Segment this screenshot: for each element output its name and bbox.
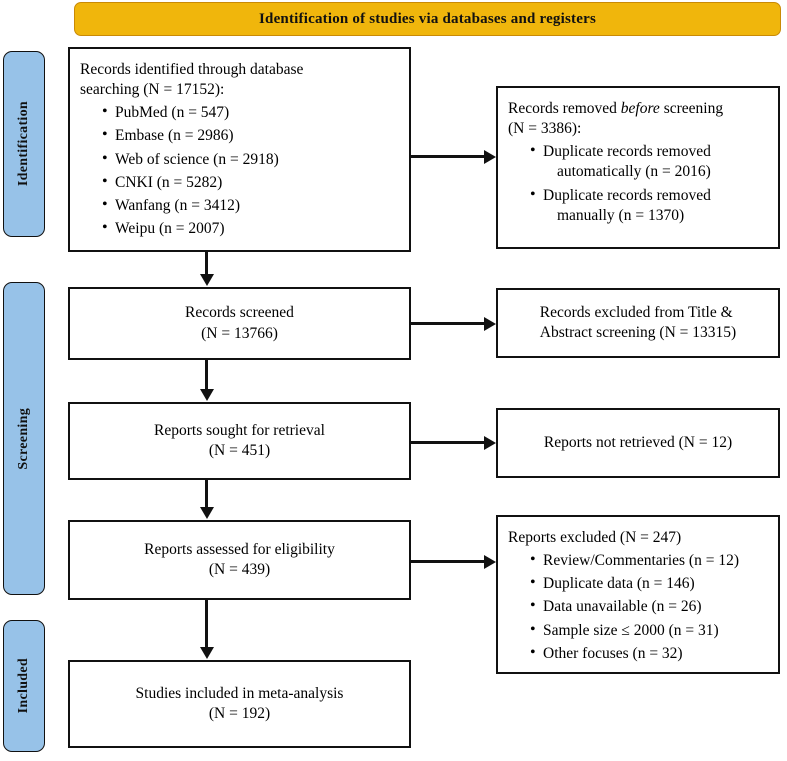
connector-assessed-to-included: [205, 600, 208, 648]
list-item: Sample size ≤ 2000 (n = 31): [530, 620, 768, 641]
records-screened-line2: (N = 13766): [201, 324, 278, 342]
studies-included-line2: (N = 192): [208, 705, 271, 722]
list-item: Web of science (n = 2918): [102, 149, 399, 170]
phase-label-screening: Screening: [3, 282, 45, 595]
reports-excluded-heading: Reports excluded (N = 247): [508, 529, 682, 546]
phase-label-included-text: Included: [16, 658, 31, 714]
connector-screened-to-excluded: [411, 322, 484, 325]
box-records-excluded: Records excluded from Title & Abstract s…: [496, 288, 780, 358]
connector-screened-to-sought: [205, 360, 208, 390]
reports-assessed-line1: Reports assessed for eligibility: [144, 540, 335, 558]
box-reports-assessed-for-eligibility: Reports assessed for eligibility (N = 43…: [68, 520, 411, 600]
box-records-identified: Records identified through database sear…: [68, 47, 411, 252]
list-item: Embase (n = 2986): [102, 125, 399, 146]
diagram-title: Identification of studies via databases …: [258, 10, 596, 27]
connector-sought-to-not-retrieved: [411, 441, 484, 444]
records-screened-line1: Records screened: [185, 304, 294, 322]
phase-label-identification: Identification: [3, 51, 45, 237]
records-removed-reason-list: Duplicate records removed automatically …: [508, 141, 768, 226]
arrow-sought-to-assessed: [199, 507, 214, 519]
list-item-line1: Duplicate records removed: [543, 143, 711, 161]
list-item: Duplicate records removed automatically …: [530, 141, 768, 182]
box-records-screened: Records screened (N = 13766): [68, 287, 411, 360]
connector-identified-to-screened: [205, 252, 208, 275]
box-reports-sought-for-retrieval: Reports sought for retrieval (N = 451): [68, 402, 411, 480]
reports-sought-line1: Reports sought for retrieval: [154, 421, 325, 439]
connector-sought-to-assessed: [205, 480, 208, 508]
list-item: Wanfang (n = 3412): [102, 195, 399, 216]
records-identified-heading-line1: Records identified through database: [80, 61, 304, 78]
list-item-line2: manually (n = 1370): [557, 206, 685, 224]
box-studies-included-in-meta-analysis: Studies included in meta-analysis (N = 1…: [68, 660, 411, 748]
records-identified-heading-line2: searching (N = 17152):: [80, 81, 225, 99]
list-item-line1: Duplicate records removed: [543, 186, 711, 204]
records-removed-heading-line1: Records removed before screening: [508, 99, 768, 119]
connector-assessed-to-excluded: [411, 560, 484, 563]
arrow-sought-to-not-retrieved: [484, 435, 496, 450]
records-removed-heading-post: screening: [659, 100, 724, 117]
arrow-identified-to-removed: [484, 149, 496, 164]
list-item: Review/Commentaries (n = 12): [530, 550, 768, 571]
phase-label-included: Included: [3, 620, 45, 752]
box-reports-excluded: Reports excluded (N = 247) Review/Commen…: [496, 515, 780, 674]
arrow-screened-to-excluded: [484, 316, 496, 331]
list-item: PubMed (n = 547): [102, 102, 399, 123]
phase-label-screening-text: Screening: [16, 407, 31, 470]
arrow-screened-to-sought: [199, 389, 214, 401]
diagram-header-banner: Identification of studies via databases …: [74, 2, 781, 36]
list-item-line2: automatically (n = 2016): [557, 163, 711, 181]
reports-sought-line2: (N = 451): [208, 442, 271, 459]
list-item: Other focuses (n = 32): [530, 643, 768, 664]
records-removed-heading-emphasis: before: [620, 100, 660, 117]
records-removed-heading-pre: Records removed: [508, 100, 621, 117]
list-item: CNKI (n = 5282): [102, 172, 399, 193]
phase-label-identification-text: Identification: [16, 101, 31, 187]
list-item: Duplicate records removed manually (n = …: [530, 185, 768, 226]
arrow-assessed-to-included: [199, 647, 214, 659]
reports-assessed-line2: (N = 439): [208, 561, 271, 578]
list-item: Data unavailable (n = 26): [530, 596, 768, 617]
records-excluded-line2: Abstract screening (N = 13315): [539, 324, 737, 341]
reports-not-retrieved-line1: Reports not retrieved (N = 12): [543, 433, 733, 451]
records-removed-heading-line2: (N = 3386):: [508, 120, 582, 138]
records-identified-source-list: PubMed (n = 547) Embase (n = 2986) Web o…: [80, 102, 399, 239]
records-excluded-line1: Records excluded from Title &: [539, 303, 733, 321]
list-item: Weipu (n = 2007): [102, 218, 399, 239]
arrow-assessed-to-excluded: [484, 554, 496, 569]
connector-identified-to-removed: [411, 155, 484, 158]
list-item: Duplicate data (n = 146): [530, 573, 768, 594]
studies-included-line1: Studies included in meta-analysis: [135, 684, 344, 702]
reports-excluded-reason-list: Review/Commentaries (n = 12) Duplicate d…: [508, 550, 768, 664]
box-reports-not-retrieved: Reports not retrieved (N = 12): [496, 408, 780, 478]
box-records-removed-before-screening: Records removed before screening (N = 33…: [496, 86, 780, 249]
arrow-identified-to-screened: [199, 274, 214, 286]
